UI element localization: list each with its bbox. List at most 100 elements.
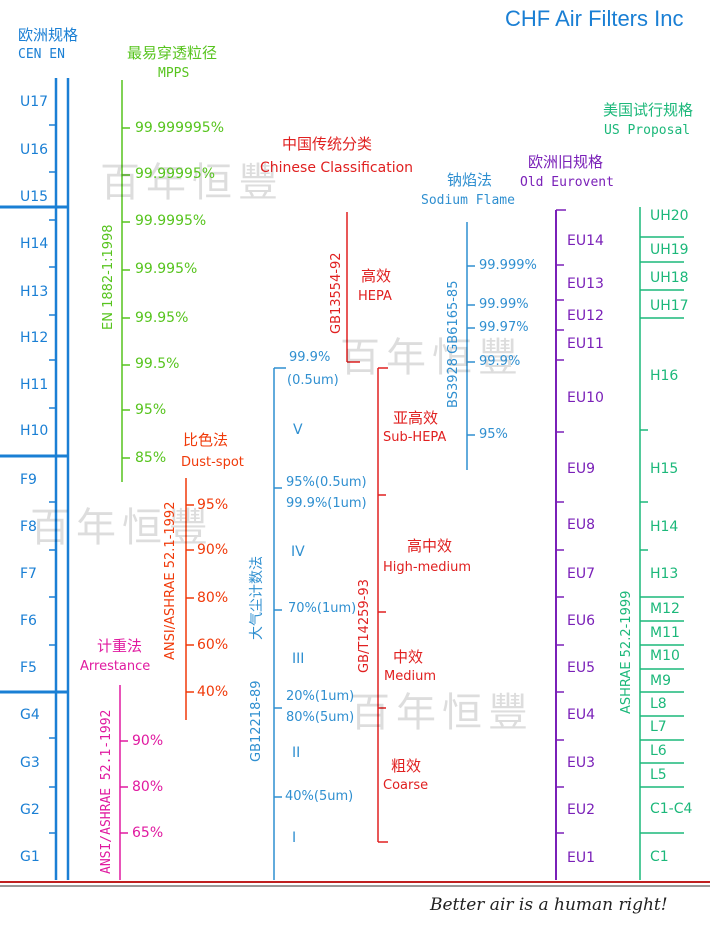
- us-class-label: M12: [650, 601, 680, 617]
- eurovent-class-label: EU14: [567, 233, 604, 249]
- sodium-value-label: 95%: [479, 427, 508, 442]
- atmos-grade-label: III: [292, 651, 305, 667]
- arrestance-value-label: 90%: [132, 733, 164, 749]
- sodium-value-label: 99.999%: [479, 258, 537, 273]
- dustspot-title-cn: 比色法: [183, 431, 229, 449]
- mpps-value-label: 99.5%: [135, 356, 180, 372]
- cen-class-label: F7: [20, 566, 37, 582]
- arrestance-standard: ANSI/ASHRAE 52.1-1992: [99, 709, 114, 874]
- cen-class-label: H11: [20, 377, 49, 393]
- us-axis: [639, 207, 684, 880]
- mpps-value-label: 99.95%: [135, 310, 189, 326]
- dustspot-value-label: 80%: [197, 590, 229, 606]
- dustspot-value-label: 60%: [197, 637, 229, 653]
- watermark: 百年恒豐: [30, 505, 214, 551]
- cen-class-label: G3: [20, 755, 40, 771]
- chinese-grade-en: Medium: [384, 669, 436, 684]
- us-class-label: M10: [650, 648, 680, 664]
- eurovent-class-label: EU13: [567, 276, 604, 292]
- mpps-standard: EN 1882-1:1998: [101, 224, 116, 330]
- atmos-grade-label: I: [292, 830, 297, 846]
- eurovent-class-label: EU12: [567, 308, 604, 324]
- sodium-title-cn: 钠焰法: [447, 171, 493, 189]
- brand-title: CHF Air Filters Inc: [505, 6, 684, 31]
- cen-class-label: F6: [20, 613, 37, 629]
- eurovent-class-label: EU6: [567, 613, 595, 629]
- arrestance-value-label: 80%: [132, 779, 164, 795]
- chinese-grade-cn: 粗效: [391, 757, 422, 775]
- mpps-axis: [121, 80, 130, 482]
- arrestance-value-label: 65%: [132, 825, 164, 841]
- atmos-value-label: 99.9%(1um): [286, 496, 367, 511]
- mpps-value-label: 85%: [135, 450, 167, 466]
- sodium-axis: [466, 222, 475, 470]
- cen-class-label: U17: [20, 94, 49, 110]
- us-class-label: H14: [650, 519, 679, 535]
- atmos-value-label: 80%(5um): [286, 710, 355, 725]
- eurovent-class-label: EU9: [567, 461, 595, 477]
- us-class-label: C1: [650, 849, 669, 865]
- slogan: Better air is a human right!: [430, 895, 668, 915]
- atmos-grade-label: V: [293, 422, 303, 438]
- arrestance-title-en: Arrestance: [80, 659, 151, 674]
- eurovent-class-label: EU7: [567, 566, 595, 582]
- mpps-value-label: 99.99995%: [135, 166, 216, 182]
- cen-title-en: CEN EN: [18, 47, 65, 62]
- mpps-value-label: 99.999995%: [135, 120, 225, 136]
- cen-class-label: F5: [20, 660, 37, 676]
- us-class-label: L5: [650, 767, 667, 783]
- us-class-label: H15: [650, 461, 679, 477]
- atmos-value-label: 70%(1um): [288, 601, 357, 616]
- atmos-grade-label: IV: [291, 544, 305, 560]
- cen-class-label: G2: [20, 802, 40, 818]
- chinese-grade-en: High-medium: [383, 560, 471, 575]
- us-class-label: UH18: [650, 270, 689, 286]
- chinese-axis: [346, 212, 388, 843]
- chinese-title-cn: 中国传统分类: [282, 135, 373, 153]
- chinese-grade-en: HEPA: [358, 289, 392, 304]
- cen-class-label: H12: [20, 330, 49, 346]
- us-class-label: L7: [650, 719, 667, 735]
- sodium-value-label: 99.9%: [479, 354, 521, 369]
- eurovent-class-label: EU3: [567, 755, 595, 771]
- dustspot-title-en: Dust-spot: [181, 455, 244, 470]
- atmos-title: 大气尘计数法: [249, 556, 265, 640]
- us-class-label: H16: [650, 368, 679, 384]
- eurovent-class-label: EU5: [567, 660, 595, 676]
- cen-class-label: U16: [20, 142, 49, 158]
- sodium-value-label: 99.99%: [479, 297, 529, 312]
- eurovent-class-label: EU8: [567, 517, 595, 533]
- eurovent-title-en: Old Eurovent: [520, 175, 614, 190]
- us-class-label: H13: [650, 566, 679, 582]
- atmos-value-label: 40%(5um): [285, 789, 354, 804]
- cen-class-label: H14: [20, 236, 49, 252]
- cen-class-label: G1: [20, 849, 40, 865]
- us-class-label: UH17: [650, 298, 689, 314]
- atmos-value-label: (0.5um): [287, 373, 339, 388]
- dustspot-standard: ANSI/ASHRAE 52.1-1992: [163, 501, 178, 660]
- cen-axis: [0, 78, 70, 880]
- us-class-label: M9: [650, 673, 671, 689]
- dustspot-value-label: 40%: [197, 684, 229, 700]
- chinese-grade-en: Sub-HEPA: [383, 430, 447, 445]
- atmos-standard: GB12218-89: [249, 680, 264, 762]
- eurovent-class-label: EU4: [567, 707, 595, 723]
- mpps-value-label: 99.9995%: [135, 213, 207, 229]
- us-class-label: L6: [650, 743, 667, 759]
- chinese-grade-cn: 中效: [393, 648, 424, 666]
- sodium-title-en: Sodium Flame: [421, 193, 515, 208]
- chinese-title-en: Chinese Classification: [260, 160, 414, 176]
- watermark: 百年恒豐: [340, 335, 524, 381]
- chinese-grade-cn: 亚高效: [393, 409, 439, 427]
- eurovent-title-cn: 欧洲旧规格: [528, 153, 604, 171]
- cen-class-label: F9: [20, 472, 37, 488]
- cen-class-label: F8: [20, 519, 37, 535]
- cen-title-cn: 欧洲规格: [18, 26, 79, 44]
- sodium-standard: BS3928 GB6165-85: [446, 280, 461, 408]
- eurovent-class-label: EU2: [567, 802, 595, 818]
- mpps-value-label: 95%: [135, 402, 167, 418]
- atmos-value-label: 99.9%: [289, 350, 331, 365]
- atmos-grade-label: II: [292, 745, 301, 761]
